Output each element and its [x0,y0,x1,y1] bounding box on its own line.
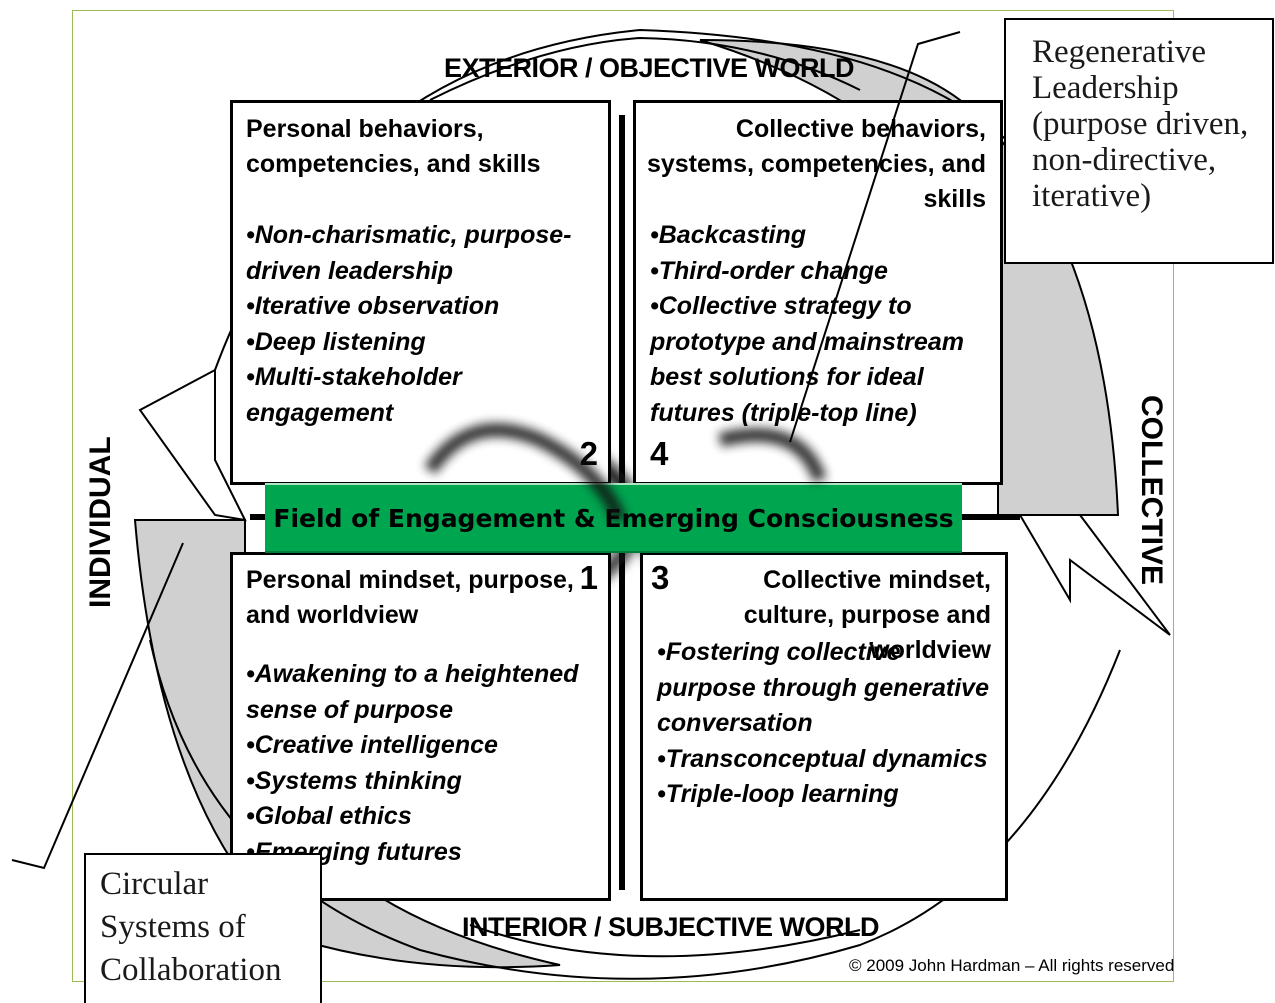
quadrant-list: •Non-charismatic, purpose-driven leaders… [246,218,606,431]
axis-label-interior: INTERIOR / SUBJECTIVE WORLD [462,912,880,942]
quadrant-number: 3 [651,559,670,596]
axis-label-individual: INDIVIDUAL [84,436,117,608]
quadrant-heading: Collective behaviors, systems, competenc… [646,115,986,213]
list-item: •Backcasting [650,221,807,249]
callout-line: Collaboration [100,952,282,988]
quadrant-number: 4 [650,435,669,472]
field-of-engagement-banner: Field of Engagement & Emerging Conscious… [265,483,962,553]
callout-line: Systems of [100,909,246,945]
axis-label-collective: COLLECTIVE [1135,395,1168,586]
list-item: •Collective strategy to prototype and ma… [650,292,964,427]
list-item: •Global ethics [246,802,412,830]
callout-line: (purpose driven, [1032,106,1249,142]
list-item: •Multi-stakeholder engagement [246,363,462,427]
copyright-notice: © 2009 John Hardman – All rights reserve… [849,956,1175,975]
quadrant-heading: Personal behaviors, competencies, and sk… [246,115,541,178]
callout-line: non-directive, [1032,142,1217,178]
callout-line: Regenerative [1032,34,1207,70]
right-arrowhead [1018,514,1171,636]
quadrant-heading: Collective mindset, culture, purpose and… [743,566,991,664]
list-item: •Transconceptual dynamics [657,744,988,773]
list-item: •Systems thinking [246,766,462,795]
list-item: •Awakening to a heightened sense of purp… [246,660,579,724]
list-item: •Creative intelligence [246,731,498,759]
axis-label-exterior: EXTERIOR / OBJECTIVE WORLD [444,53,855,83]
quadrant-list: •Fostering collective purpose through ge… [657,635,1002,813]
callout-line: iterative) [1032,178,1152,214]
list-item: •Fostering collective purpose through ge… [657,638,989,737]
quadrant-2-personal-behaviors: Personal behaviors, competencies, and sk… [230,100,611,485]
quadrant-1-personal-mindset: Personal mindset, purpose, and worldview… [230,552,611,901]
quadrant-list: •Awakening to a heightened sense of purp… [246,657,606,870]
circle-arc-bottom-inner [469,924,861,958]
list-item: •Iterative observation [246,292,500,320]
slide-frame [72,10,1174,982]
quadrant-4-collective-behaviors: Collective behaviors, systems, competenc… [633,100,1003,485]
list-item: •Third-order change [650,256,888,285]
quadrant-3-collective-mindset: Collective mindset, culture, purpose and… [640,552,1008,901]
left-arrowhead [138,368,247,522]
callout-line: Circular [100,866,209,902]
quadrant-heading: Personal mindset, purpose, and worldview [246,566,574,629]
callout-regenerative-leadership: Regenerative Leadership (purpose driven,… [1004,18,1274,264]
quadrant-number: 2 [579,435,598,472]
callout-line: Leadership [1032,70,1179,106]
quadrant-number: 1 [579,559,598,596]
list-item: •Deep listening [246,327,426,356]
list-item: •Non-charismatic, purpose-driven leaders… [246,221,572,285]
callout-circular-systems: Circular Systems of Collaboration [84,853,322,1003]
quadrant-list: •Backcasting •Third-order change •Collec… [650,218,1000,431]
list-item: •Triple-loop learning [657,780,899,808]
